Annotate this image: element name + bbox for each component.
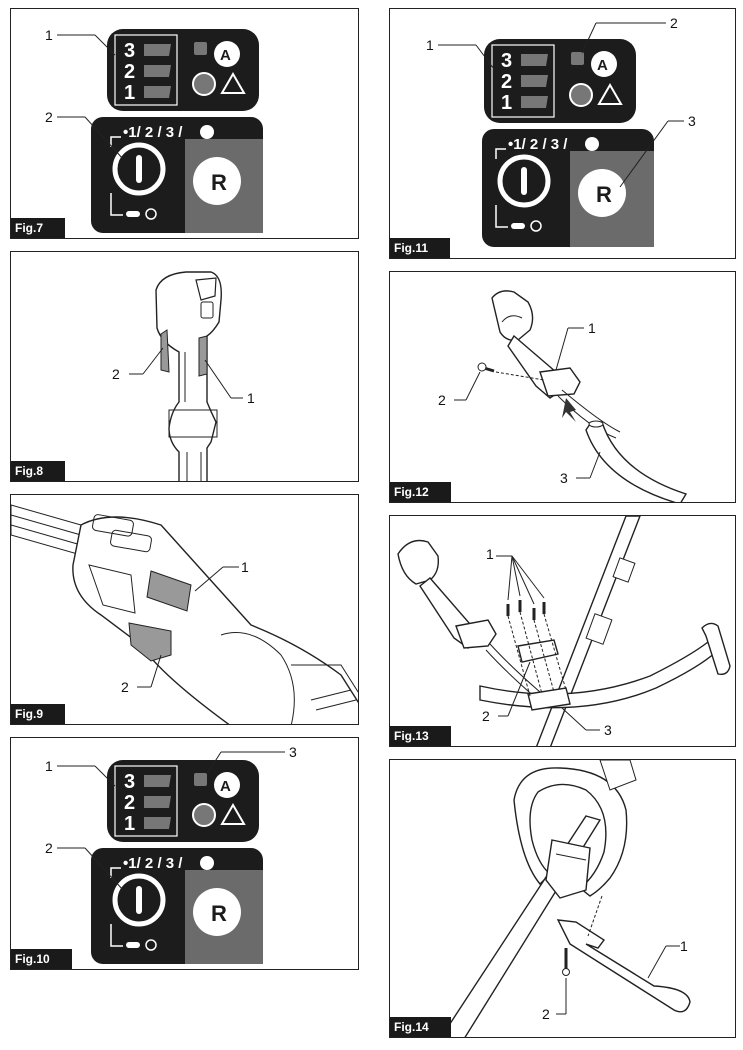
figure-label: Fig.8	[11, 461, 66, 481]
bike-handle-installation-illustration	[397, 516, 731, 746]
svg-text:•1/ 2 / 3 /: •1/ 2 / 3 /	[508, 136, 568, 153]
callout-3: 3	[560, 470, 568, 486]
figure-9: 1 2 Fig.9	[10, 494, 359, 725]
figure-label: Fig.10	[11, 949, 72, 969]
handle-clamp	[545, 839, 591, 899]
callout-1: 1	[680, 938, 688, 954]
figure-label: Fig.12	[390, 482, 451, 502]
svg-text:A: A	[597, 57, 608, 74]
barrier-installation-illustration	[440, 760, 691, 1037]
figure-label: Fig.7	[11, 218, 66, 238]
level-3-digit: 3	[124, 40, 135, 62]
callout-1: 1	[241, 559, 249, 575]
handle-holder	[517, 639, 559, 663]
reverse-button[interactable]	[193, 888, 241, 936]
switch-trigger[interactable]	[198, 335, 208, 377]
figure-7: 3 2 1 A •1/ 2 / 3 / R 1 2 Fig.7	[10, 8, 359, 239]
shaft	[585, 421, 688, 502]
auto-mode-lamp	[571, 52, 584, 65]
control-panel-illustration: 3 2 1 A •1/ 2 / 3 / R	[438, 22, 684, 247]
svg-text:R: R	[596, 182, 612, 207]
svg-text:3: 3	[124, 771, 135, 793]
callout-2: 2	[45, 840, 53, 856]
reverse-button[interactable]	[193, 157, 241, 205]
bolt-icon	[562, 968, 570, 976]
svg-text:1: 1	[501, 92, 512, 114]
svg-text:3: 3	[501, 50, 512, 72]
callout-2: 2	[438, 392, 446, 408]
figure-label: Fig.14	[390, 1017, 451, 1037]
callout-1: 1	[247, 390, 255, 406]
figure-label: Fig.9	[11, 704, 66, 724]
callout-1: 1	[486, 546, 494, 562]
svg-text:A: A	[220, 47, 231, 64]
figure-8: 2 1 Fig.8	[10, 251, 359, 482]
lock-off-lever[interactable]	[146, 570, 192, 612]
figure-11: 3 2 1 A •1/ 2 / 3 / R 1 2 3 Fig.11	[389, 8, 736, 259]
warning-icon	[597, 83, 623, 105]
level-1-digit: 1	[124, 82, 135, 104]
svg-text:1: 1	[124, 813, 135, 835]
warning-icon	[220, 803, 246, 825]
svg-text:2: 2	[124, 792, 135, 814]
callout-1: 1	[426, 37, 434, 53]
callout-2: 2	[482, 708, 490, 724]
handle-clamp	[539, 367, 581, 397]
switch-trigger[interactable]	[128, 622, 172, 662]
figure-14: 1 2 Fig.14	[389, 759, 736, 1038]
lock-off-lever[interactable]	[160, 329, 170, 373]
reverse-button[interactable]	[578, 169, 626, 217]
arrow-icon	[562, 398, 576, 422]
svg-text:A: A	[220, 778, 231, 795]
figure-label: Fig.13	[390, 726, 451, 746]
rear-handle-illustration	[129, 271, 243, 481]
callout-2: 2	[112, 366, 120, 382]
figure-12: 1 2 3 Fig.12	[389, 271, 736, 503]
callout-2: 2	[670, 15, 678, 31]
callout-1: 1	[45, 758, 53, 774]
callout-3: 3	[688, 113, 696, 129]
svg-text:•1/ 2 / 3 /: •1/ 2 / 3 /	[123, 124, 183, 141]
callout-2: 2	[121, 679, 129, 695]
callout-1: 1	[45, 27, 53, 43]
svg-text:R: R	[211, 901, 227, 926]
callout-2: 2	[542, 1006, 550, 1022]
figure-10: 3 2 1 A •1/ 2 / 3 / R 1 2 3 Fig.10	[10, 737, 359, 970]
svg-text:•1/ 2 / 3 /: •1/ 2 / 3 /	[123, 855, 183, 872]
auto-mode-icon	[214, 41, 240, 67]
bolt-icon	[477, 362, 487, 372]
figure-13: 1 2 3 Fig.13	[389, 515, 736, 747]
callout-2: 2	[45, 109, 53, 125]
level-2-digit: 2	[124, 61, 135, 83]
handle-installation-illustration	[454, 290, 688, 502]
control-panel-illustration: 3 2 1 A •1/ 2 / 3 / R	[57, 29, 263, 233]
svg-text:2: 2	[501, 71, 512, 93]
callout-3: 3	[604, 722, 612, 738]
control-panel-illustration: 3 2 1 A •1/ 2 / 3 / R	[57, 751, 285, 964]
svg-text:R: R	[211, 170, 227, 195]
barrier	[556, 919, 691, 1013]
handle-closeup-illustration	[11, 504, 358, 724]
warning-icon	[220, 72, 246, 94]
warning-lamp	[192, 72, 216, 96]
grip	[701, 622, 731, 676]
callout-1: 1	[588, 320, 596, 336]
auto-mode-lamp	[194, 773, 207, 786]
auto-mode-lamp	[194, 42, 207, 55]
figure-label: Fig.11	[390, 238, 451, 258]
callout-3: 3	[289, 744, 297, 760]
